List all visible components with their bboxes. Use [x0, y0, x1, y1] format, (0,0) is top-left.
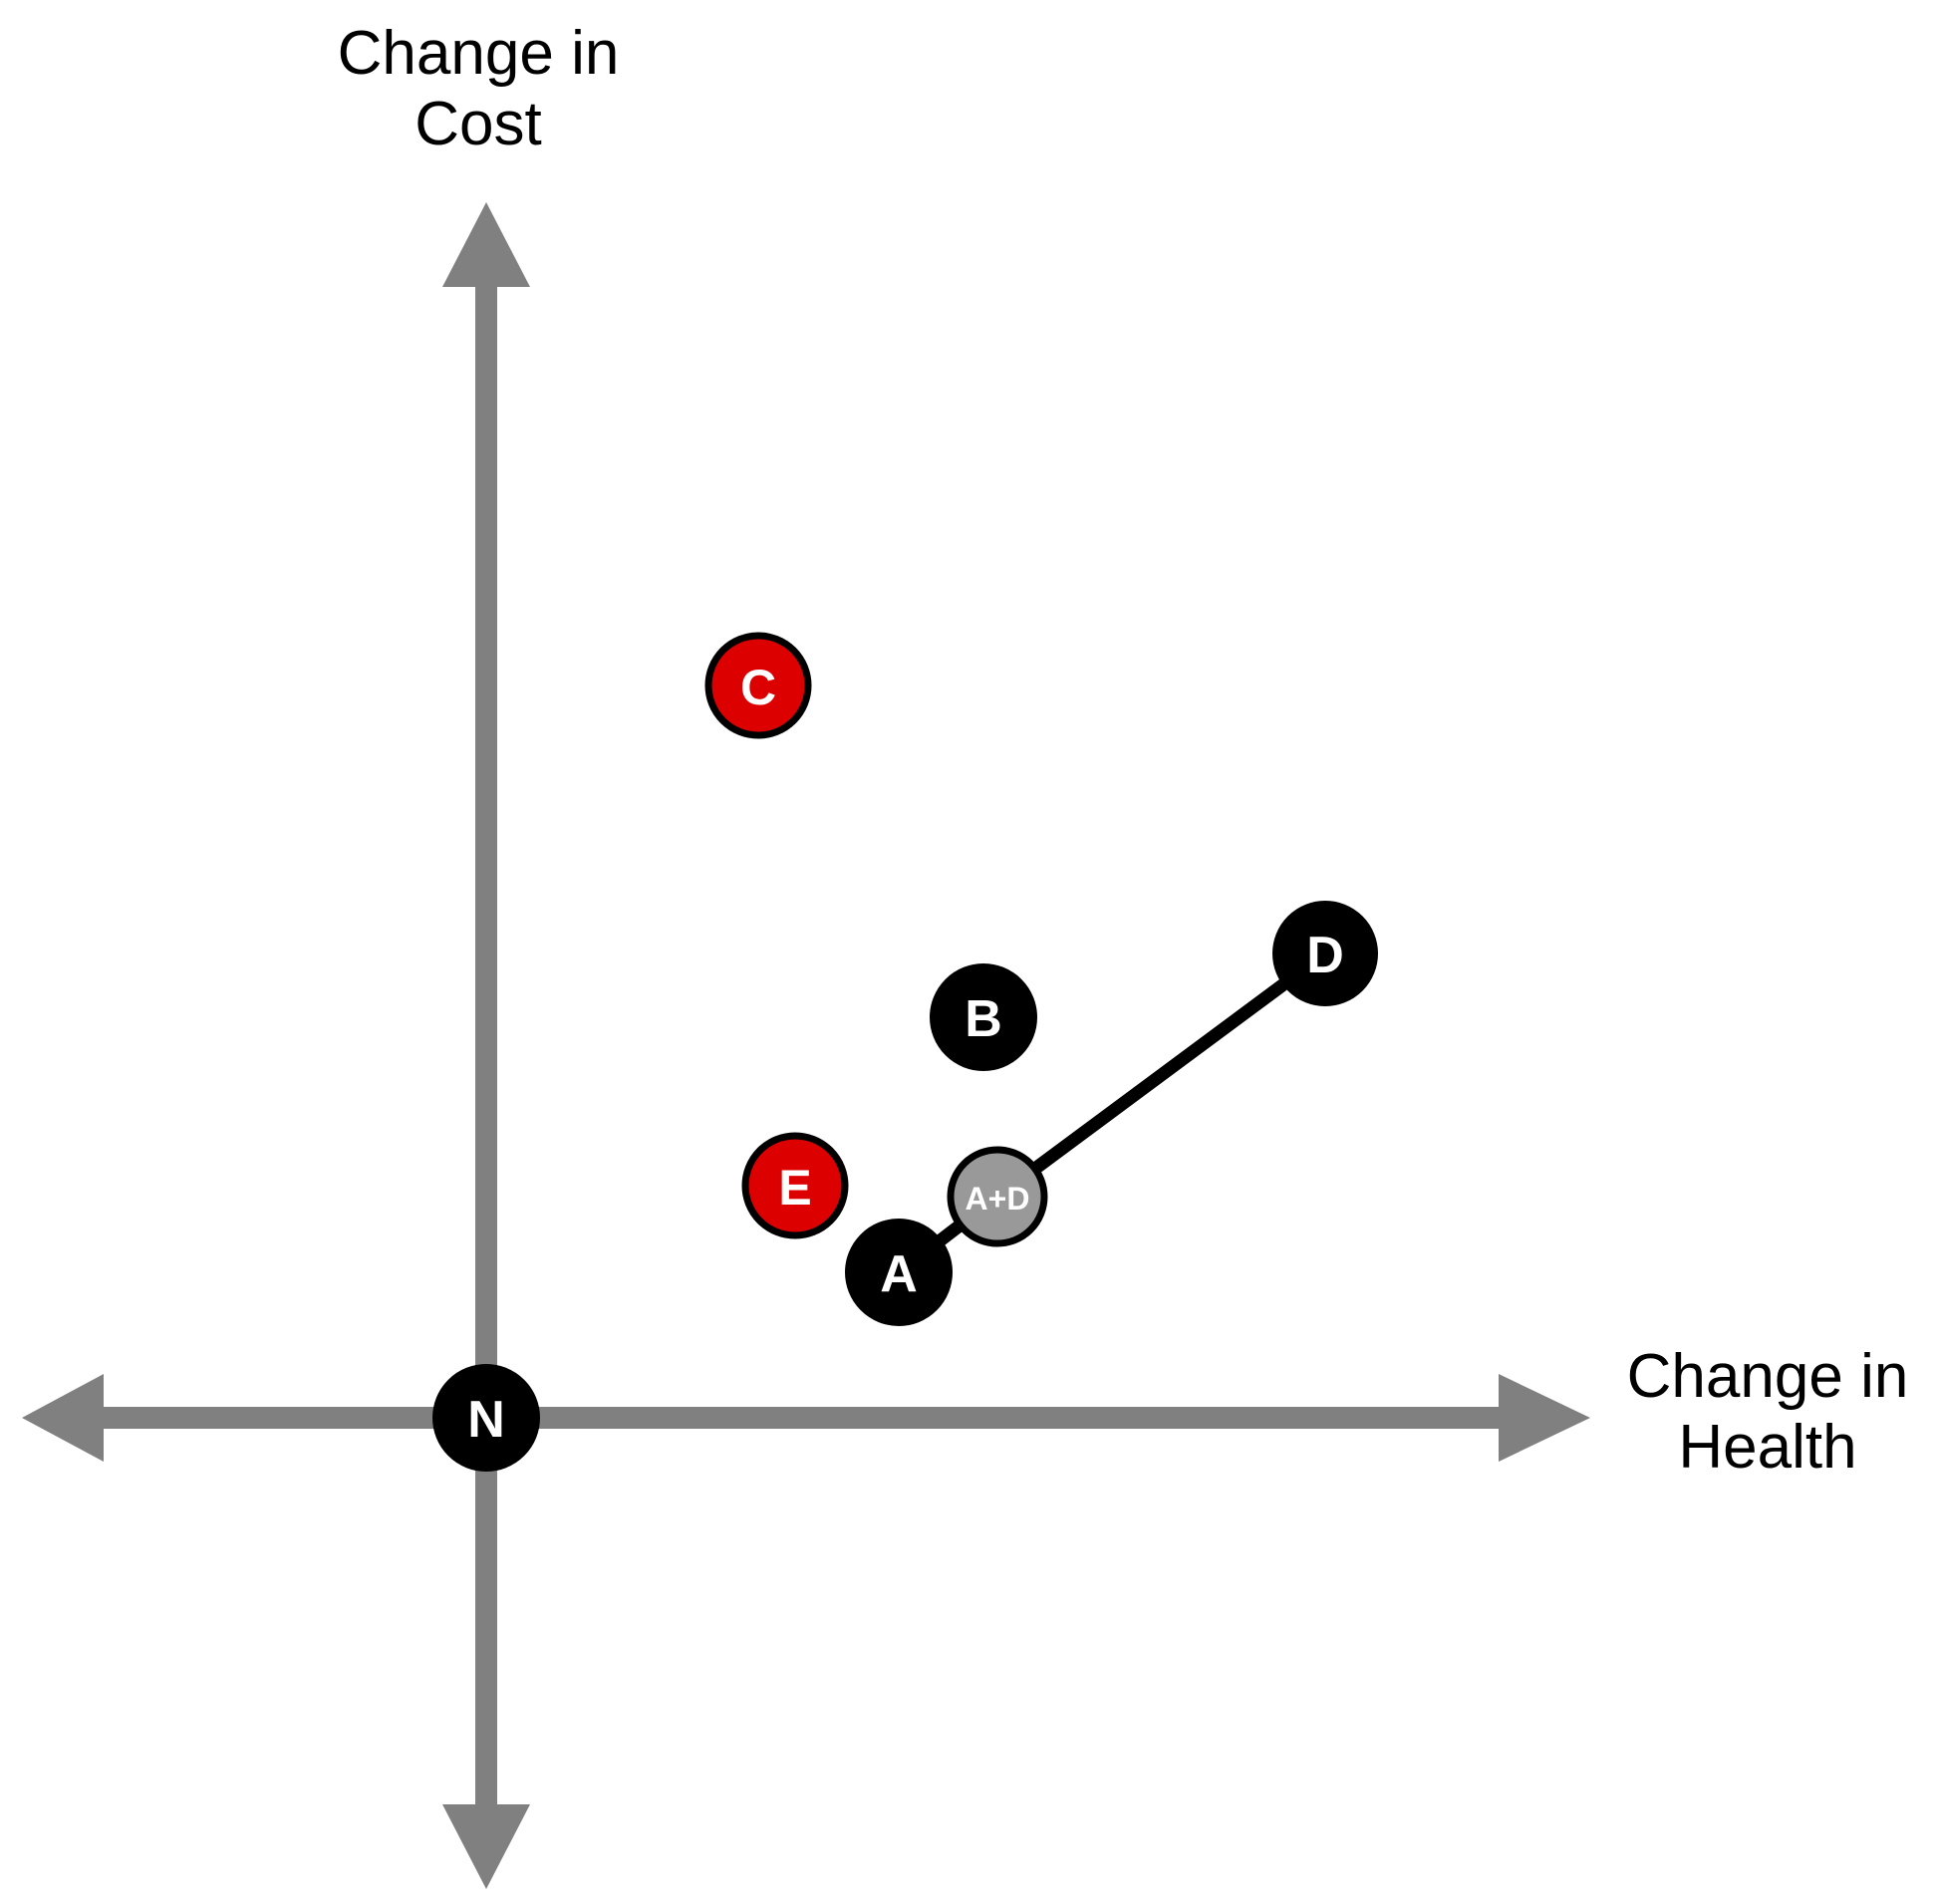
data-point-d[interactable]: D: [1272, 901, 1378, 1006]
data-point-n-label: N: [467, 1391, 505, 1449]
data-point-b-circle[interactable]: [930, 963, 1037, 1071]
x-axis-title: Change in Health: [1626, 1342, 1909, 1483]
data-point-n-circle[interactable]: [432, 1364, 540, 1472]
y-axis-title: Change in Cost: [337, 19, 620, 159]
data-point-d-circle[interactable]: [1272, 901, 1378, 1006]
data-point-e[interactable]: E: [741, 1132, 849, 1239]
data-point-a-label: A: [880, 1245, 918, 1303]
data-point-c-label: C: [740, 660, 776, 715]
data-point-c[interactable]: C: [704, 632, 812, 739]
data-point-c-circle[interactable]: [704, 632, 812, 739]
data-point-b-label: B: [965, 990, 1002, 1048]
y-axis-arrow: [442, 202, 530, 1889]
data-point-e-circle[interactable]: [741, 1132, 849, 1239]
data-point-d-label: D: [1306, 927, 1344, 984]
data-point-a-plus-d-circle[interactable]: [947, 1146, 1048, 1247]
data-point-a-circle[interactable]: [845, 1219, 953, 1326]
data-point-a[interactable]: A: [845, 1219, 953, 1326]
x-axis-arrow: [22, 1374, 1590, 1462]
data-point-a-plus-d[interactable]: A+D: [947, 1146, 1048, 1247]
data-point-n[interactable]: N: [432, 1364, 540, 1472]
data-point-a-plus-d-label: A+D: [966, 1181, 1030, 1217]
data-point-b[interactable]: B: [930, 963, 1037, 1071]
data-point-e-label: E: [778, 1160, 811, 1216]
